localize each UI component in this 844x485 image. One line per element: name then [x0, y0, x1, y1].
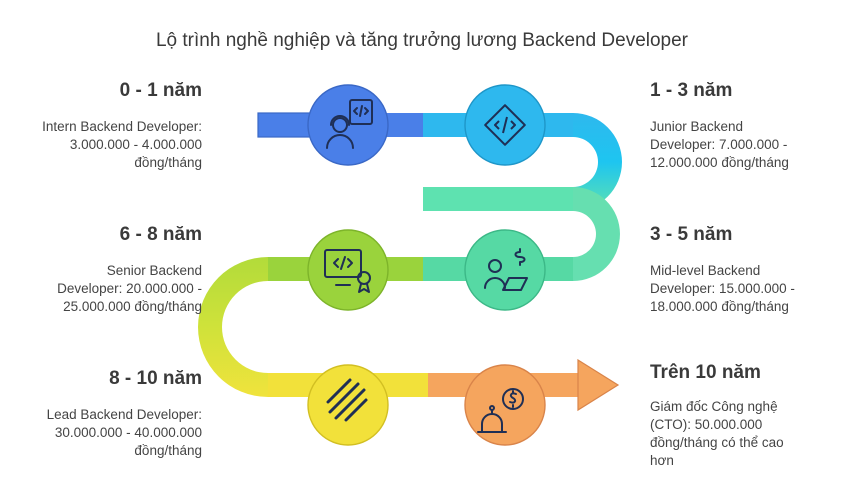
stage-5-desc-line: Lead Backend Developer:: [46, 407, 202, 422]
diagram-title: Lộ trình nghề nghiệp và tăng trưởng lươn…: [155, 30, 689, 51]
stage-4-desc-line: 25.000.000 đồng/tháng: [63, 299, 202, 314]
stage-1-period: 0 - 1 năm: [119, 80, 202, 101]
stage-node-2: [464, 84, 546, 166]
developer-headset-icon: [326, 99, 373, 149]
stage-2-description: Junior Backend Developer: 7.000.000 - 12…: [650, 118, 789, 172]
certified-code-icon: [324, 249, 371, 293]
stage-6-description: Giám đốc Công nghệ (CTO): 50.000.000 đồn…: [650, 398, 784, 470]
stage-3-description: Mid-level Backend Developer: 15.000.000 …: [650, 262, 795, 316]
stage-6-period: Trên 10 năm: [650, 362, 761, 383]
band-stage-3: [423, 187, 573, 211]
stage-3-desc-line: 18.000.000 đồng/tháng: [650, 299, 789, 314]
stacked-bars-icon: [326, 378, 368, 422]
stage-6-desc-line: đồng/tháng có thể cao: [650, 435, 784, 450]
stage-2-desc-line: 12.000.000 đồng/tháng: [650, 155, 789, 170]
stage-6-desc-line: Giám đốc Công nghệ: [650, 399, 778, 414]
code-diamond-icon: [484, 104, 526, 146]
stage-2-period: 1 - 3 năm: [650, 80, 733, 101]
stage-4-desc-line: Developer: 20.000.000 -: [57, 281, 202, 296]
flow-arrowhead: [577, 358, 620, 412]
stage-3-desc-line: Mid-level Backend: [650, 263, 761, 278]
stage-node-4: [307, 229, 389, 311]
stage-4-period: 6 - 8 năm: [119, 224, 202, 245]
curve-right-mid: [573, 187, 620, 281]
stage-1-desc-line: 3.000.000 - 4.000.000: [69, 137, 202, 152]
stage-5-desc-line: 30.000.000 - 40.000.000: [54, 425, 202, 440]
stage-2-desc-line: Developer: 7.000.000 -: [650, 137, 788, 152]
stage-node-5: [307, 364, 389, 446]
stage-5-description: Lead Backend Developer: 30.000.000 - 40.…: [47, 406, 202, 460]
stage-node-1: [307, 84, 389, 166]
stage-5-desc-line: đồng/tháng: [134, 443, 202, 458]
developer-laptop-money-icon: [484, 248, 528, 291]
stage-6-desc-line: hơn: [650, 453, 674, 468]
stage-node-6: [464, 364, 546, 446]
stage-3-desc-line: Developer: 15.000.000 -: [650, 281, 795, 296]
stage-3-period: 3 - 5 năm: [650, 224, 733, 245]
stage-node-3: [464, 229, 546, 311]
curve-right-upper: [573, 113, 622, 211]
stage-4-description: Senior Backend Developer: 20.000.000 - 2…: [57, 262, 202, 316]
stage-1-description: Intern Backend Developer: 3.000.000 - 4.…: [42, 118, 202, 172]
stage-1-desc-line: Intern Backend Developer:: [42, 119, 202, 134]
curve-left: [198, 257, 268, 397]
stage-2-desc-line: Junior Backend: [650, 119, 744, 134]
stage-5-period: 8 - 10 năm: [109, 368, 202, 389]
stage-6-desc-line: (CTO): 50.000.000: [650, 417, 763, 432]
stage-1-desc-line: đồng/tháng: [134, 155, 202, 170]
robot-dollar-icon: [477, 388, 524, 433]
stage-4-desc-line: Senior Backend: [106, 263, 202, 278]
